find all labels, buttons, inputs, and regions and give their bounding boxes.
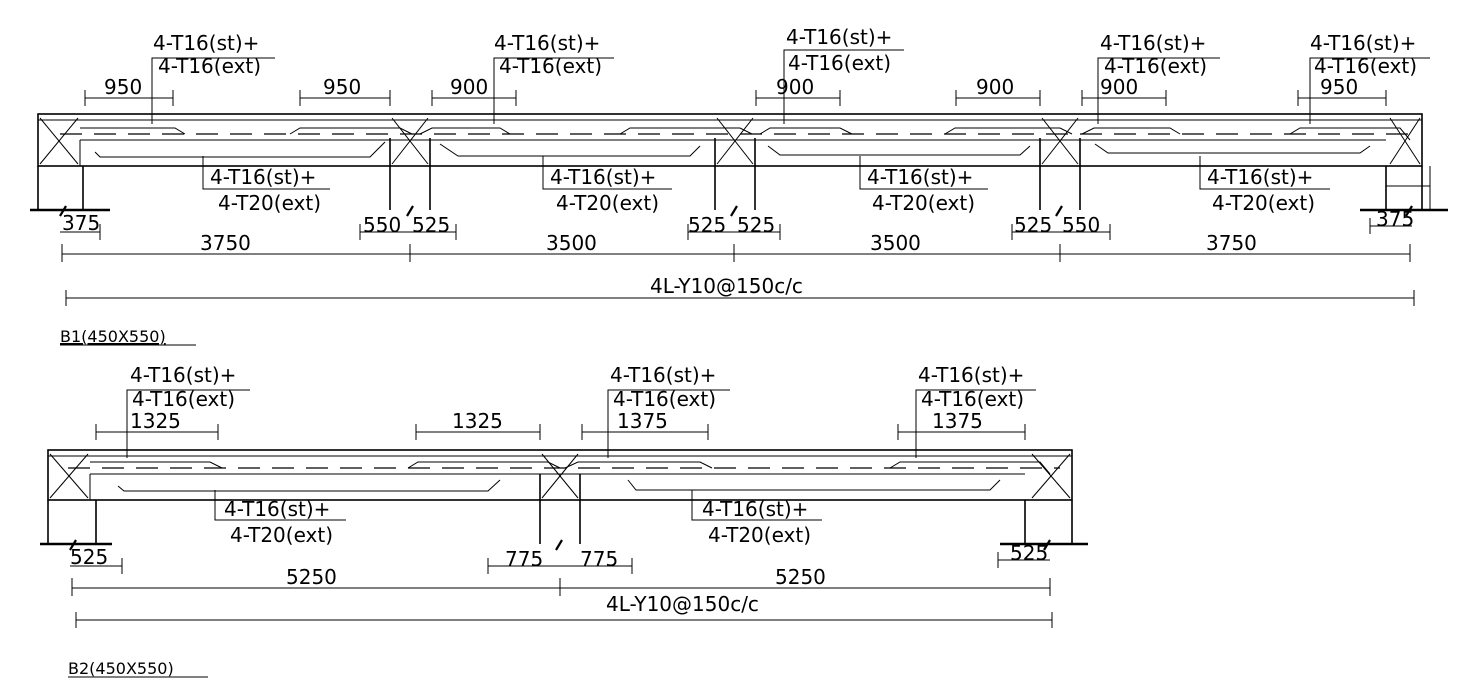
b1-support-dim-2: 550 xyxy=(363,213,401,237)
b2-top-bar-3-ext: 4-T16(ext) xyxy=(921,387,1024,411)
b2-stirrups: 4L-Y10@150c/c xyxy=(606,592,759,616)
b1-support-dim-6: 525 xyxy=(1014,213,1052,237)
b2-ext-dim-4: 1375 xyxy=(932,409,983,433)
beam-b2: 4-T16(st)+ 4-T16(ext) 4-T16(st)+ 4-T16(e… xyxy=(40,363,1088,678)
beam-b1-bottom-callouts: 4-T16(st)+ 4-T20(ext) 4-T16(st)+ 4-T20(e… xyxy=(202,156,1330,215)
b1-top-bar-3-ext: 4-T16(ext) xyxy=(788,51,891,75)
beam-b1-top-ext-bar xyxy=(1289,127,1411,141)
b1-support-dim-5: 525 xyxy=(737,213,775,237)
b1-bottom-bar-2-st: 4-T16(st)+ xyxy=(550,165,656,189)
b1-span-dim-1: 3750 xyxy=(200,231,251,255)
b2-top-bar-1-ext: 4-T16(ext) xyxy=(132,387,235,411)
beam-b2-outline xyxy=(40,449,1088,546)
beam-b2-top-ext-bar xyxy=(564,461,713,469)
b2-ext-dim-1: 1325 xyxy=(130,409,181,433)
b1-top-bar-1-st: 4-T16(st)+ xyxy=(153,31,259,55)
b2-top-bar-1-st: 4-T16(st)+ xyxy=(130,363,236,387)
b2-ext-dim-2: 1325 xyxy=(452,409,503,433)
b2-span-dim-1: 5250 xyxy=(286,565,337,589)
b2-ext-dim-3: 1375 xyxy=(617,409,668,433)
b1-bottom-bar-1-ext: 4-T20(ext) xyxy=(218,191,321,215)
beam-b1-extension-dims: 950 950 900 900 900 900 950 xyxy=(84,75,1387,106)
beam-b1-top-ext-bar xyxy=(1081,127,1181,135)
b1-ext-dim-1: 950 xyxy=(104,75,142,99)
beam-b1-outline xyxy=(30,113,1448,212)
b2-support-dim-2: 775 xyxy=(505,547,543,571)
b1-bottom-bar-3-ext: 4-T20(ext) xyxy=(872,191,975,215)
beam-b2-top-callouts: 4-T16(st)+ 4-T16(ext) 4-T16(st)+ 4-T16(e… xyxy=(126,363,1036,458)
beam-b2-bottom-callouts: 4-T16(st)+ 4-T20(ext) 4-T16(st)+ 4-T20(e… xyxy=(214,490,822,547)
beam-b2-span-dims: 5250 5250 xyxy=(71,565,1051,596)
b2-top-bar-2-ext: 4-T16(ext) xyxy=(613,387,716,411)
b1-span-dim-2: 3500 xyxy=(546,231,597,255)
beam-b1-bottom-ext-bar xyxy=(1094,143,1371,154)
beam-b1-bottom-ext-bar xyxy=(94,141,386,158)
beam-b1-stirrup-dim: 4L-Y10@150c/c xyxy=(65,274,1415,306)
beam-b1-top-callouts: 4-T16(st)+ 4-T16(ext) 4-T16(st)+ 4-T16(e… xyxy=(151,25,1430,124)
beam-b2-bottom-ext-bar xyxy=(627,479,1001,491)
b1-bottom-bar-4-st: 4-T16(st)+ xyxy=(1207,165,1313,189)
b1-ext-dim-4: 900 xyxy=(776,75,814,99)
beam-b2-stirrup-dim: 4L-Y10@150c/c xyxy=(75,592,1053,628)
b1-support-dim-4: 525 xyxy=(688,213,726,237)
b1-stirrups: 4L-Y10@150c/c xyxy=(650,274,803,298)
b2-top-bar-2-st: 4-T16(st)+ xyxy=(610,363,716,387)
b2-top-bar-3-st: 4-T16(st)+ xyxy=(918,363,1024,387)
beam-b1: 4-T16(st)+ 4-T16(ext) 4-T16(st)+ 4-T16(e… xyxy=(30,25,1448,346)
b1-support-dim-8: 375 xyxy=(1376,207,1414,231)
b1-support-dim-1: 375 xyxy=(62,211,100,235)
beam-b2-bottom-ext-bar xyxy=(117,479,501,492)
b2-bottom-bar-1-ext: 4-T20(ext) xyxy=(230,523,333,547)
b1-top-bar-2-ext: 4-T16(ext) xyxy=(499,54,602,78)
beam-b1-span-dims: 3750 3500 3500 3750 xyxy=(61,231,1411,262)
b1-ext-dim-2: 950 xyxy=(323,75,361,99)
b1-top-bar-4-st: 4-T16(st)+ xyxy=(1100,31,1206,55)
b1-bottom-bar-4-ext: 4-T20(ext) xyxy=(1212,191,1315,215)
b2-bottom-bar-2-st: 4-T16(st)+ xyxy=(702,497,808,521)
b1-bottom-bar-1-st: 4-T16(st)+ xyxy=(210,165,316,189)
b2-support-dim-3: 775 xyxy=(580,547,618,571)
beam-b1-top-ext-bar xyxy=(619,127,753,135)
b2-support-dim-4: 525 xyxy=(1010,541,1048,565)
b1-bottom-bar-3-st: 4-T16(st)+ xyxy=(867,165,973,189)
b2-beam-label: B2(450X550) xyxy=(68,659,174,678)
b2-support-dim-1: 525 xyxy=(70,545,108,569)
beam-b1-bottom-ext-bar xyxy=(439,143,701,157)
beam-b2-top-ext-bar xyxy=(407,461,561,469)
b2-bottom-bar-1-st: 4-T16(st)+ xyxy=(224,497,330,521)
beam-b1-bottom-ext-bar xyxy=(767,145,1031,156)
beam-b1-top-ext-bar xyxy=(944,127,1073,135)
b1-span-dim-4: 3750 xyxy=(1206,231,1257,255)
b1-top-bar-5-st: 4-T16(st)+ xyxy=(1310,31,1416,55)
b1-ext-dim-5: 900 xyxy=(976,75,1014,99)
beam-b1-top-ext-bar xyxy=(419,127,511,135)
beam-b2-top-ext-bar xyxy=(889,461,1051,475)
b1-beam-label: B1(450X550) xyxy=(60,327,166,346)
b2-span-dim-2: 5250 xyxy=(775,565,826,589)
beam-b1-top-ext-bar xyxy=(759,127,853,135)
b1-top-bar-4-ext: 4-T16(ext) xyxy=(1104,54,1207,78)
beam-b2-top-ext-bar xyxy=(90,461,223,469)
b1-span-dim-3: 3500 xyxy=(870,231,921,255)
b2-bottom-bar-2-ext: 4-T20(ext) xyxy=(708,523,811,547)
beam-b2-support-dims: 525 775 775 525 xyxy=(69,539,1051,574)
beam-b1-support-dims: 375 550 525 525 525 525 550 375 xyxy=(59,205,1414,240)
b1-support-dim-3: 525 xyxy=(412,213,450,237)
b1-top-bar-3-st: 4-T16(st)+ xyxy=(786,25,892,49)
beam-b1-top-ext-bar xyxy=(289,127,413,135)
beam-b1-top-ext-bar xyxy=(80,127,186,135)
b1-ext-dim-7: 950 xyxy=(1320,75,1358,99)
b1-support-dim-7: 550 xyxy=(1062,213,1100,237)
b1-top-bar-5-ext: 4-T16(ext) xyxy=(1314,54,1417,78)
b1-bottom-bar-2-ext: 4-T20(ext) xyxy=(556,191,659,215)
b1-ext-dim-3: 900 xyxy=(450,75,488,99)
b1-top-bar-1-ext: 4-T16(ext) xyxy=(158,54,261,78)
b1-ext-dim-6: 900 xyxy=(1100,75,1138,99)
b1-top-bar-2-st: 4-T16(st)+ xyxy=(494,31,600,55)
beam-b2-extension-dims: 1325 1325 1375 1375 xyxy=(95,409,1026,440)
